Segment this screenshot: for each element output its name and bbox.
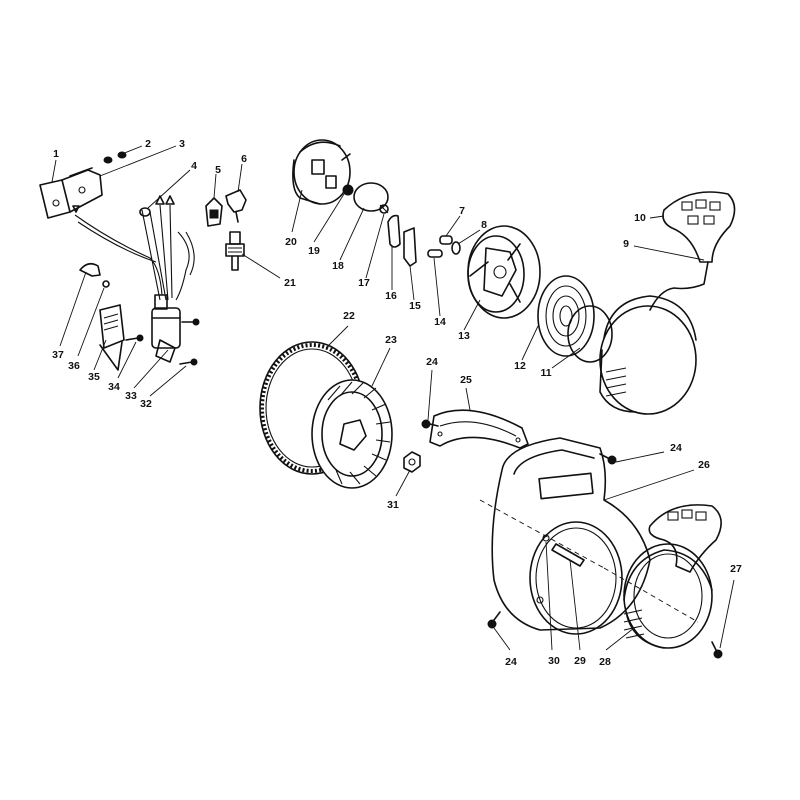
centerline bbox=[479, 499, 699, 623]
coil-module bbox=[99, 304, 125, 371]
callout-35: 35 bbox=[88, 371, 100, 383]
callout-8: 8 bbox=[481, 219, 487, 231]
plate-18 bbox=[353, 182, 389, 212]
callout-25: 25 bbox=[460, 374, 472, 386]
blower-housing-26 bbox=[491, 437, 651, 635]
callout-10: 10 bbox=[634, 212, 646, 224]
callout-37: 37 bbox=[52, 349, 64, 361]
spring-17 bbox=[379, 204, 389, 214]
air-baffle-25 bbox=[429, 409, 529, 449]
callout-26: 26 bbox=[698, 459, 710, 471]
callout-labels: 1 2 3 4 5 6 7 8 9 10 11 12 13 14 15 16 1… bbox=[52, 138, 742, 668]
plug-boot-5 bbox=[205, 197, 223, 227]
ignition-coil bbox=[151, 294, 181, 363]
callout-32: 32 bbox=[140, 398, 152, 410]
callout-13: 13 bbox=[458, 330, 470, 342]
spark-plug bbox=[225, 231, 245, 271]
bolt-24-upper bbox=[421, 419, 439, 429]
bolt-24-lower bbox=[487, 611, 501, 629]
callout-34: 34 bbox=[108, 381, 120, 393]
callout-3: 3 bbox=[179, 138, 185, 150]
callout-36: 36 bbox=[68, 360, 80, 372]
callout-11: 11 bbox=[540, 367, 551, 379]
callout-31: 31 bbox=[387, 499, 399, 511]
ignition-bracket bbox=[39, 167, 103, 219]
pin-7 bbox=[439, 235, 453, 245]
callout-18: 18 bbox=[332, 260, 344, 272]
flywheel-23 bbox=[311, 379, 393, 489]
starter-rope-9 bbox=[649, 261, 709, 311]
pawl-16 bbox=[387, 214, 401, 248]
callout-29: 29 bbox=[574, 655, 586, 667]
callout-22: 22 bbox=[343, 310, 355, 322]
callout-24-right: 24 bbox=[670, 442, 682, 454]
washer-36 bbox=[102, 280, 110, 288]
screws-32-34 bbox=[125, 318, 200, 366]
callout-24-upper: 24 bbox=[426, 356, 438, 368]
spring-cover-11 bbox=[567, 305, 613, 363]
wiring-harness bbox=[72, 195, 195, 301]
callout-30: 30 bbox=[548, 655, 560, 667]
starter-cup-20 bbox=[292, 139, 351, 205]
clip-37 bbox=[79, 262, 101, 277]
callout-6: 6 bbox=[241, 153, 247, 165]
callout-28: 28 bbox=[599, 656, 611, 668]
starter-handle-10 bbox=[662, 191, 736, 263]
pulley-13 bbox=[467, 225, 541, 319]
callout-21: 21 bbox=[284, 277, 296, 289]
callout-2: 2 bbox=[145, 138, 151, 150]
callout-27: 27 bbox=[730, 563, 742, 575]
callout-33: 33 bbox=[125, 390, 137, 402]
leader-lines bbox=[51, 145, 735, 651]
recoil-spring-12 bbox=[537, 275, 595, 357]
bolt-24-right bbox=[599, 453, 617, 465]
pin-14 bbox=[427, 249, 443, 258]
callout-12: 12 bbox=[514, 360, 526, 372]
starter-housing-upper bbox=[599, 295, 697, 415]
callout-4: 4 bbox=[191, 160, 197, 172]
callout-1: 1 bbox=[53, 148, 59, 160]
callout-9: 9 bbox=[623, 238, 629, 250]
starter-assembly-28 bbox=[623, 504, 722, 649]
terminal-6 bbox=[225, 189, 247, 223]
callout-19: 19 bbox=[308, 245, 320, 257]
callout-14: 14 bbox=[434, 316, 446, 328]
pin-29 bbox=[551, 543, 585, 567]
callout-24-lower: 24 bbox=[505, 656, 517, 668]
callout-7: 7 bbox=[459, 205, 465, 217]
callout-5: 5 bbox=[215, 164, 221, 176]
callout-23: 23 bbox=[385, 334, 397, 346]
callout-17: 17 bbox=[358, 277, 370, 289]
callout-16: 16 bbox=[385, 290, 397, 302]
callout-20: 20 bbox=[285, 236, 297, 248]
pawl-15 bbox=[403, 227, 417, 267]
ring-19 bbox=[342, 184, 354, 196]
nut-31 bbox=[403, 451, 421, 473]
washer-8 bbox=[451, 241, 461, 255]
bolt-27 bbox=[711, 641, 723, 659]
callout-15: 15 bbox=[409, 300, 421, 312]
